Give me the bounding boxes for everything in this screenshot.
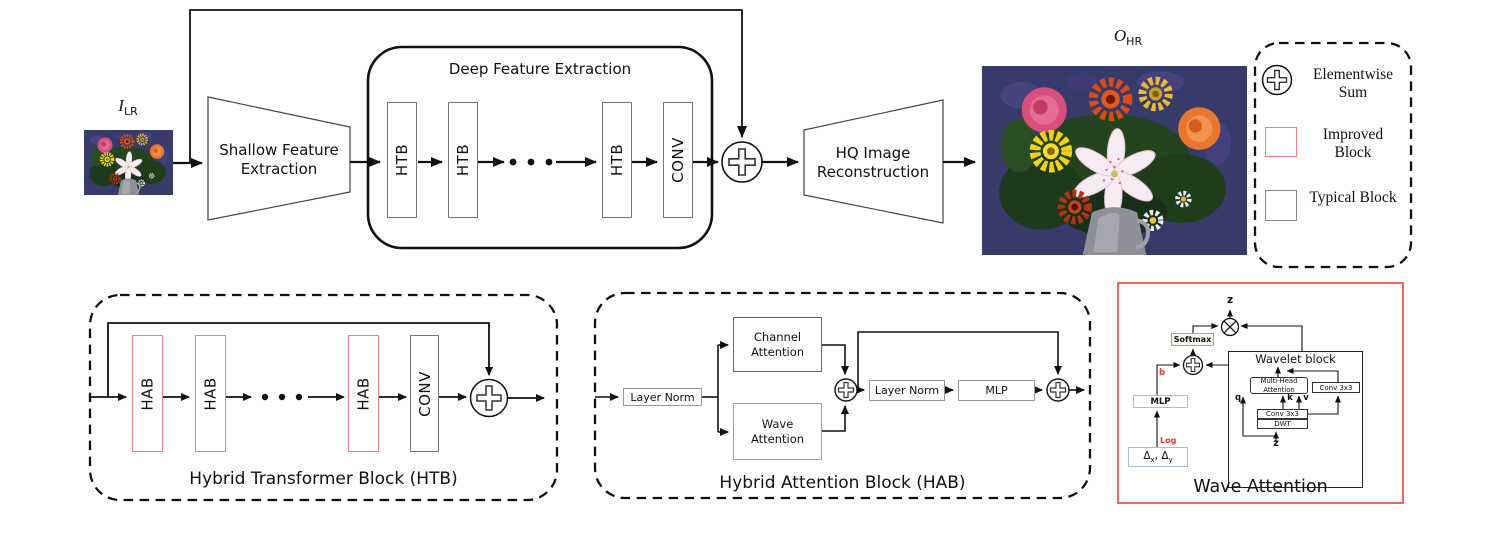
elementwise-sum-icon <box>834 378 858 402</box>
ellipsis-dots-htb <box>261 393 303 401</box>
elementwise-sum-icon <box>1261 64 1293 96</box>
elementwise-sum-icon <box>721 141 763 183</box>
input-image-lr <box>84 130 173 195</box>
wavelet-block-title: Wavelet block <box>1255 352 1336 366</box>
b-label: b <box>1158 368 1166 378</box>
k-label: k <box>1287 393 1293 403</box>
wave-panel-connectors <box>1154 309 1341 447</box>
conv3x3-mid-box: Conv 3x3 <box>1257 409 1308 419</box>
mlp-small-box: MLP <box>1133 395 1188 408</box>
deep-feature-extraction-title: Deep Feature Extraction <box>448 60 632 78</box>
htb-panel-caption: Hybrid Transformer Block (HTB) <box>189 469 458 489</box>
elementwise-sum-icon <box>469 378 509 418</box>
wavelet-block-container <box>1228 351 1363 488</box>
htb-block: HTB <box>387 102 417 218</box>
conv-block: CONV <box>663 102 693 218</box>
mlp-box: MLP <box>958 380 1035 401</box>
hab-panel-border <box>593 291 1092 500</box>
dwt-box: DWT <box>1257 419 1308 429</box>
global-skip-connection <box>189 9 747 163</box>
elementwise-mul-icon <box>1220 317 1240 337</box>
htb-block: HTB <box>448 102 478 218</box>
wave-panel-caption: Wave Attention <box>1193 477 1328 497</box>
legend-typical-block-label: Typical Block <box>1309 189 1397 206</box>
delta-input-box: Δx, Δy <box>1128 447 1188 467</box>
wave-attention-box: Wave Attention <box>733 403 822 460</box>
htb-block: HTB <box>602 102 632 218</box>
softmax-box: Softmax <box>1171 333 1214 346</box>
hab-panel-caption: Hybrid Attention Block (HAB) <box>719 473 966 493</box>
typical-block-swatch <box>1265 190 1297 221</box>
input-image-label: ILR <box>118 96 138 119</box>
hab-panel-connectors <box>595 331 1085 436</box>
log-label: Log <box>1160 436 1177 445</box>
layer-norm-box: Layer Norm <box>623 388 702 406</box>
legend-improved-block-label: Improved Block <box>1322 126 1384 161</box>
hab-block: HAB <box>195 335 226 452</box>
shallow-feature-extraction-trapezoid <box>207 96 351 221</box>
elementwise-sum-icon <box>1046 378 1070 402</box>
htb-panel-connectors <box>90 322 545 402</box>
hab-block: HAB <box>348 335 379 452</box>
channel-attention-box: Channel Attention <box>733 317 822 372</box>
output-image-hr <box>982 66 1247 255</box>
multi-head-attention-box: Multi-Head Attention <box>1250 377 1308 394</box>
wave-panel-border <box>1117 282 1404 504</box>
v-label: v <box>1303 393 1309 403</box>
hq-image-reconstruction-label: HQ Image Reconstruction <box>816 144 930 181</box>
elementwise-sum-icon <box>1182 354 1204 376</box>
z-output-label: z <box>1226 294 1234 306</box>
legend-elementwise-sum-label: Elementwise Sum <box>1312 66 1394 101</box>
output-image-label: OHR <box>1113 26 1143 49</box>
conv3x3-right-box: Conv 3x3 <box>1312 382 1360 393</box>
improved-block-swatch <box>1265 127 1297 157</box>
z-input-label: z <box>1273 438 1279 449</box>
ellipsis-dots-main <box>509 158 553 166</box>
conv-block: CONV <box>410 335 439 452</box>
main-flow-connectors <box>173 157 976 168</box>
legend-panel-border <box>1253 41 1413 269</box>
q-label: q <box>1234 393 1242 403</box>
hab-block: HAB <box>132 335 163 452</box>
shallow-feature-extraction-label: Shallow Feature Extraction <box>219 141 339 178</box>
hq-image-reconstruction-trapezoid <box>803 99 944 224</box>
layer-norm-box: Layer Norm <box>869 380 945 401</box>
